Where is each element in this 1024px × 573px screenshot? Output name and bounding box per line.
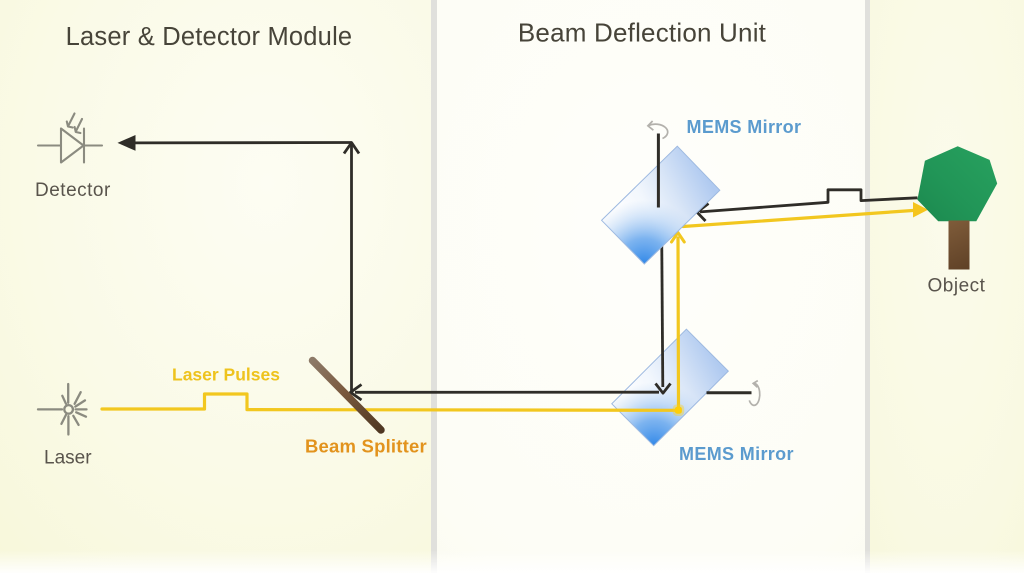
svg-text:Beam Splitter: Beam Splitter [305, 436, 427, 457]
svg-text:Laser: Laser [44, 448, 92, 469]
svg-text:Object: Object [928, 276, 986, 297]
svg-text:Beam Deflection Unit: Beam Deflection Unit [518, 17, 767, 47]
svg-text:Laser & Detector Module: Laser & Detector Module [66, 23, 353, 51]
svg-text:Detector: Detector [35, 180, 111, 201]
svg-text:MEMS Mirror: MEMS Mirror [687, 117, 802, 137]
svg-text:Laser Pulses: Laser Pulses [172, 365, 280, 385]
svg-text:MEMS Mirror: MEMS Mirror [679, 444, 794, 464]
